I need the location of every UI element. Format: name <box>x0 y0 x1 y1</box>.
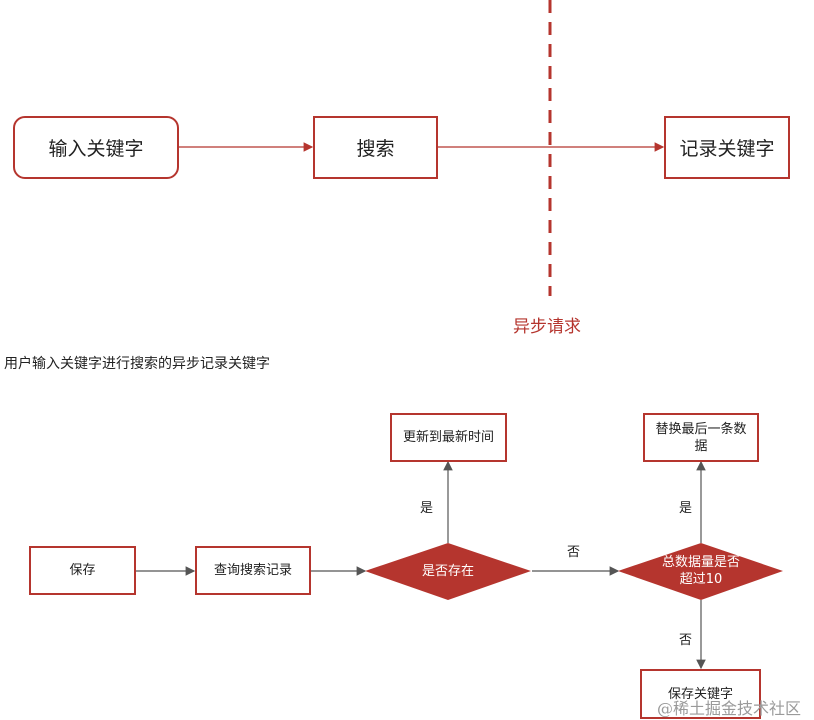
diagram-caption: 用户输入关键字进行搜索的异步记录关键字 <box>4 356 270 372</box>
edge-label-yes-update: 是 <box>420 501 434 516</box>
replace-last-node: 替换最后一条数据 <box>643 413 759 462</box>
search-node: 搜索 <box>313 116 438 179</box>
record-keyword-label: 记录关键字 <box>679 138 775 160</box>
query-records-node: 查询搜索记录 <box>195 546 311 595</box>
save-label: 保存 <box>69 563 96 578</box>
query-records-label: 查询搜索记录 <box>213 563 292 578</box>
edge-label-yes-replace: 是 <box>679 501 693 516</box>
search-label: 搜索 <box>356 138 395 160</box>
input-keyword-node: 输入关键字 <box>13 116 179 179</box>
total-diamond-shape <box>618 543 783 600</box>
edge-label-no-total: 否 <box>567 545 581 560</box>
exists-decision-label: 是否存在 <box>421 563 474 579</box>
replace-last-label: 替换最后一条数据 <box>655 421 747 454</box>
watermark-text: @稀土掘金技术社区 <box>657 699 802 718</box>
update-time-node: 更新到最新时间 <box>390 413 507 462</box>
record-keyword-node: 记录关键字 <box>664 116 790 179</box>
exists-diamond-shape <box>365 543 531 600</box>
total-decision-label: 总数据量是否超过10 <box>661 555 740 587</box>
update-time-label: 更新到最新时间 <box>402 430 494 445</box>
save-keyword-label: 保存关键字 <box>667 686 733 702</box>
save-node: 保存 <box>29 546 136 595</box>
edge-label-no-save: 否 <box>679 633 693 648</box>
async-request-label: 异步请求 <box>513 317 581 337</box>
save-keyword-node: 保存关键字 <box>640 669 761 719</box>
input-keyword-label: 输入关键字 <box>48 138 144 160</box>
